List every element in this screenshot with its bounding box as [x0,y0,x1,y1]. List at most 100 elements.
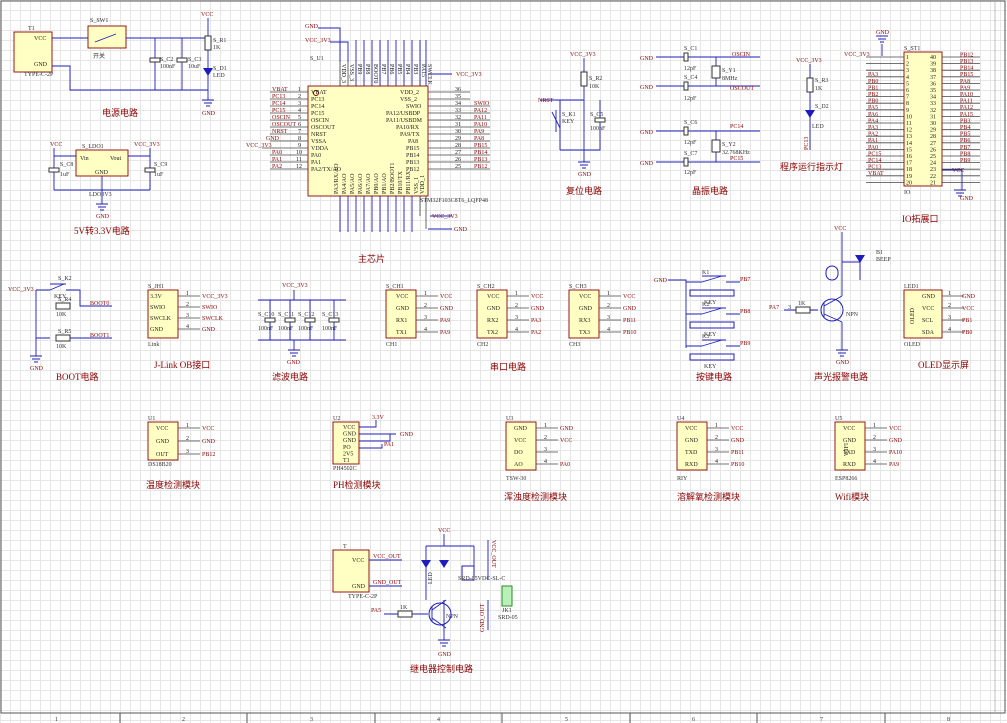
pin-number: 8 [298,136,301,142]
col-number: 2 [182,717,185,723]
filter-cap-ref: S_C10 [258,312,274,318]
c5-ref: S_C5 [590,112,603,118]
mcu-pin-row: PA9/TX 30 PA9 [400,129,490,138]
r3-val: 1K [815,86,823,92]
relay-coil-icon [461,565,475,581]
vcc-label: VCC [201,12,213,18]
mcu-pin-row: PA1 11 PA1 [270,157,321,166]
c6-capacitor [683,126,689,136]
reset-vcc33: VCC_3V3 [570,52,596,58]
run-led-circuit: VCC_3V3 S_R3 1K S_D2 LED PC13 程序运行指示灯 [780,58,843,172]
pin1-marker [313,90,319,96]
jlink-pin-number: 4 [186,324,189,330]
pin-name: VSS_2 [400,97,417,103]
sw-val: 开关 [93,52,105,60]
r5-ref: S_R5 [58,329,71,335]
pin-net: PA9 [474,129,484,135]
mcu-pin-row: PB12 25 PB12 [406,164,490,173]
mcu-bottom-pins: PA3/RX/AO PA4/AO PA5/AO PA6/AO PA7/AO PB… [334,163,427,232]
switch-lever [94,33,117,43]
ldo-ref: S_LDO1 [82,144,104,150]
pin-net: NRST [272,129,288,135]
oxygen-part: RIY [677,476,688,482]
buzzer-gnd: GND [836,360,850,366]
pin-number: 29 [455,136,461,142]
mcu-pin-row: VSS_2 35 [400,94,470,103]
pin-net: VCC_3V3 [246,143,272,149]
mcu-pin-row: VDD_2 36 [400,87,470,96]
k2-ref: S_K2 [58,276,72,282]
c7-capacitor [683,157,689,167]
pin-name: OSCOUT [311,125,335,131]
io-pin-number: 4 [906,75,909,81]
io-pin-net: PA2 [868,132,878,138]
pin-net: PC13 [272,94,285,100]
mcu-pin-row: PC15 4 PC15 [270,108,324,117]
io-pin-number: 11 [906,121,912,127]
turb-pin-number: 3 [544,447,547,453]
pin-name: PA2/TX/AO [311,167,342,173]
serial-pin-net: VCC [440,294,452,300]
mcu-pin-row: PC13 2 PC13 [270,94,324,103]
jlink-pin-net: GND [202,327,216,333]
pin-net: PC14 [272,101,285,107]
pin-number: 1 [298,87,301,93]
temp-pin-net: VCC [202,426,214,432]
ph-wires [359,420,396,449]
io-pin-net: PB6 [960,138,970,144]
jlink-pin-net: SWIO [202,305,218,311]
relay-t-type: TYPE-C-2P [348,594,378,600]
temp-pin-number: 3 [186,449,189,455]
serial-pin-net: GND [623,306,637,312]
jlink-pin-name: 3.3V [150,294,163,300]
mcu-pin-row: PB14 27 PB14 [406,150,490,159]
mcu-pin-row: PB15 28 PB15 [406,143,490,152]
oled-body [903,289,943,339]
io-pin-net: PC14 [868,158,881,164]
top-pin-name: SWCLK [426,64,432,86]
mcu-pin-row: PA10/RX 31 PA10 [396,122,490,131]
oled-pin-number: 4 [948,327,951,333]
mcu-pin-row: PA8 29 PA8 [408,136,490,145]
io-pin-net: PB0 [868,99,878,105]
wifi-pin-net: VCC [889,426,901,432]
ph-gnd: GND [400,432,414,438]
relay-contact-vcc-out: VCC_OUT [490,540,496,568]
ground-icon [202,99,214,107]
c3-ref: S_C3 [188,57,201,63]
mcu-gnd-bottom: GND [454,227,468,233]
jlink-pin-number: 3 [186,313,189,319]
r5-val: 10K [56,344,67,350]
filter-gnd: GND [287,360,301,366]
r4-ref: S_R4 [58,297,71,303]
col-number: 4 [437,717,440,723]
crystal-gnd: GND [640,161,654,167]
pin-name: NRST [311,132,327,138]
io-pin-number: 19 [906,174,912,180]
b1-ref: B1 [876,250,883,256]
turb-ref: U3 [506,416,513,422]
serial-pin-net: GND [440,306,454,312]
pin-name: PC14 [311,104,324,110]
relay-typec-connector [332,549,370,593]
filter-circuit: VCC_3V3 S_C10100nFS_C11100nFS_C12100nFS_… [258,283,346,382]
io-pin-number: 35 [930,88,936,94]
filter-caption: 滤波电路 [272,371,308,382]
ldo-part: LDO3V3 [89,192,112,198]
filter-capacitor [284,317,296,323]
turb-body [505,421,537,471]
pin-name: PA9/TX [400,132,420,138]
io-pin-net: PA5 [868,105,878,111]
io-pin-net: PB3 [960,118,970,124]
jlink-caption: J-Link OB接口 [154,359,210,370]
temp-pin-number: 1 [186,423,189,429]
col-number: 7 [820,717,823,723]
wifi-part: ESP8266 [835,476,857,482]
wifi-name: WIFI [844,443,850,456]
ph-v33: 3.3V [372,415,385,421]
serial-pin-name: RX3 [579,318,590,324]
filter-cap-val: 100nF [278,326,294,332]
